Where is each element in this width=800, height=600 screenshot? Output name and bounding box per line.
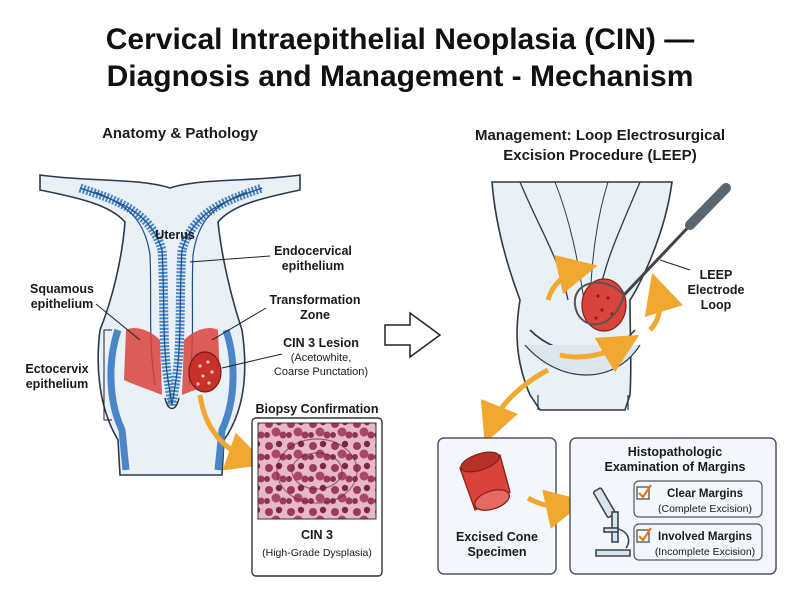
cone-to-histo-arrow <box>526 489 586 529</box>
squamous-line-1: Squamous <box>30 282 94 296</box>
involved-margins-box <box>633 523 763 561</box>
cin3-lesion-title: CIN 3 Lesion <box>283 336 359 350</box>
cone-specimen-label: Excised Cone Specimen <box>438 530 556 560</box>
checkbox-checked-icon <box>636 486 650 500</box>
cone-line-1: Excised Cone <box>456 530 538 544</box>
ectocervix-line-2: epithelium <box>25 377 89 391</box>
histo-line-2: Examination of Margins <box>604 460 746 474</box>
cin3-lesion-sub-2: Coarse Punctation) <box>273 366 369 378</box>
title-line-1: Cervical Intraepithelial Neoplasia (CIN)… <box>105 23 695 56</box>
biopsy-sub-label: (High-Grade Dysplasia) <box>262 547 372 559</box>
histo-heading: Histopathologic Examination of Margins <box>580 445 770 475</box>
title-line-2: Diagnosis and Management - Mechanism <box>106 60 694 93</box>
ectocervix-label: Ectocervix epithelium <box>12 362 102 392</box>
cin3-lesion-label: CIN 3 Lesion (Acetowhite, Coarse Punctat… <box>256 336 386 379</box>
ectocervix-line-1: Ectocervix <box>25 362 89 376</box>
involved-margins-sub: (Incomplete Excision) <box>654 546 756 558</box>
leep-line-1: LEEP <box>699 268 733 282</box>
transformation-line-2: Zone <box>300 308 330 322</box>
left-section-heading: Anatomy & Pathology <box>102 125 258 142</box>
endocervical-line-1: Endocervical <box>274 244 352 258</box>
checkbox-checked-icon <box>636 529 650 543</box>
leep-anatomy <box>491 181 673 411</box>
transformation-zone-label: Transformation Zone <box>255 293 375 323</box>
endocervical-label: Endocervical epithelium <box>258 244 368 274</box>
clear-margins-box <box>633 480 763 518</box>
leep-leader-line <box>659 259 691 271</box>
histo-line-1: Histopathologic <box>627 445 723 459</box>
biopsy-heading: Biopsy Confirmation <box>255 402 379 416</box>
transformation-line-1: Transformation <box>269 293 361 307</box>
left-leader-lines <box>95 255 283 421</box>
right-section-heading: Management: Loop Electrosurgical Excisio… <box>440 126 760 166</box>
right-heading-line-2: Excision Procedure (LEEP) <box>503 147 697 164</box>
cone-specimen <box>459 451 511 511</box>
histology-image <box>257 422 377 520</box>
cone-line-2: Specimen <box>467 545 527 559</box>
leep-line-3: Loop <box>700 298 732 312</box>
leep-electrode <box>573 183 731 326</box>
leep-electrode-label: LEEP Electrode Loop <box>676 268 756 313</box>
clear-margins-title: Clear Margins <box>666 488 744 500</box>
cin3-lesion-mark <box>188 351 222 393</box>
uterus-label: Uterus <box>155 228 195 242</box>
histo-card <box>569 437 777 575</box>
uterus-anatomy <box>39 174 301 476</box>
biopsy-cin3-label: CIN 3 <box>301 528 333 542</box>
cin3-lesion-sub-1: (Acetowhite, <box>290 352 352 364</box>
leep-line-2: Electrode <box>687 283 745 297</box>
rotation-arrows <box>480 255 683 444</box>
squamous-label: Squamous epithelium <box>12 282 112 312</box>
right-heading-line-1: Management: Loop Electrosurgical <box>474 127 726 144</box>
microscope-icon <box>592 487 631 557</box>
squamous-line-2: epithelium <box>30 297 94 311</box>
involved-margins-title: Involved Margins <box>658 531 752 543</box>
right-arrow-icon <box>384 311 442 359</box>
lesion-to-biopsy-arrow <box>197 394 267 471</box>
endocervical-line-2: epithelium <box>281 259 345 273</box>
clear-margins-sub: (Complete Excision) <box>658 503 752 515</box>
